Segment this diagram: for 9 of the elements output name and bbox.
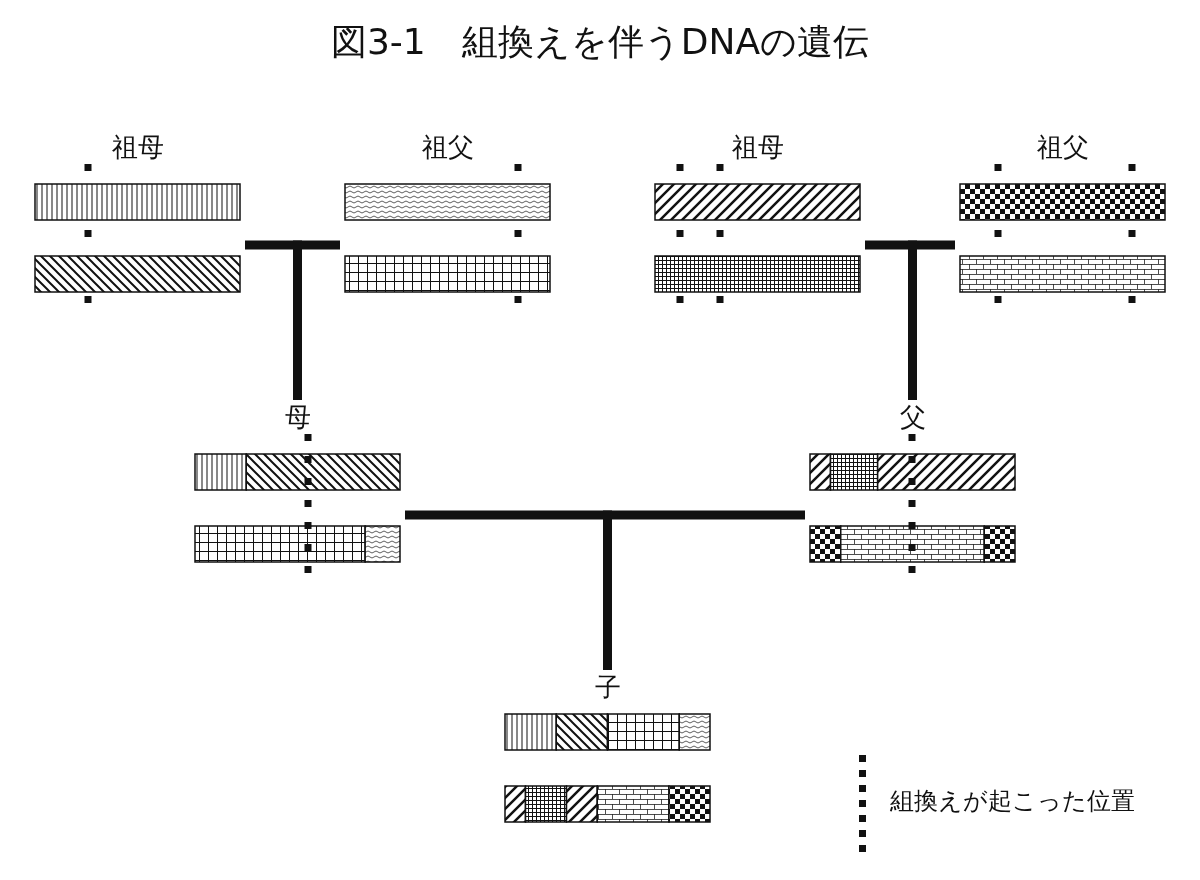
person-label: 祖母 [731, 131, 784, 164]
person-label: 祖父 [1036, 131, 1089, 164]
person-label: 祖父 [421, 131, 474, 164]
person-label: 祖母 [111, 131, 164, 164]
person-label: 母 [284, 401, 311, 434]
person-label: 父 [899, 401, 926, 434]
title: 図3-1 組換えを伴うDNAの遺伝 [329, 20, 871, 64]
person-label: 子 [594, 671, 621, 704]
legend-text: 組換えが起こった位置 [890, 786, 1135, 817]
